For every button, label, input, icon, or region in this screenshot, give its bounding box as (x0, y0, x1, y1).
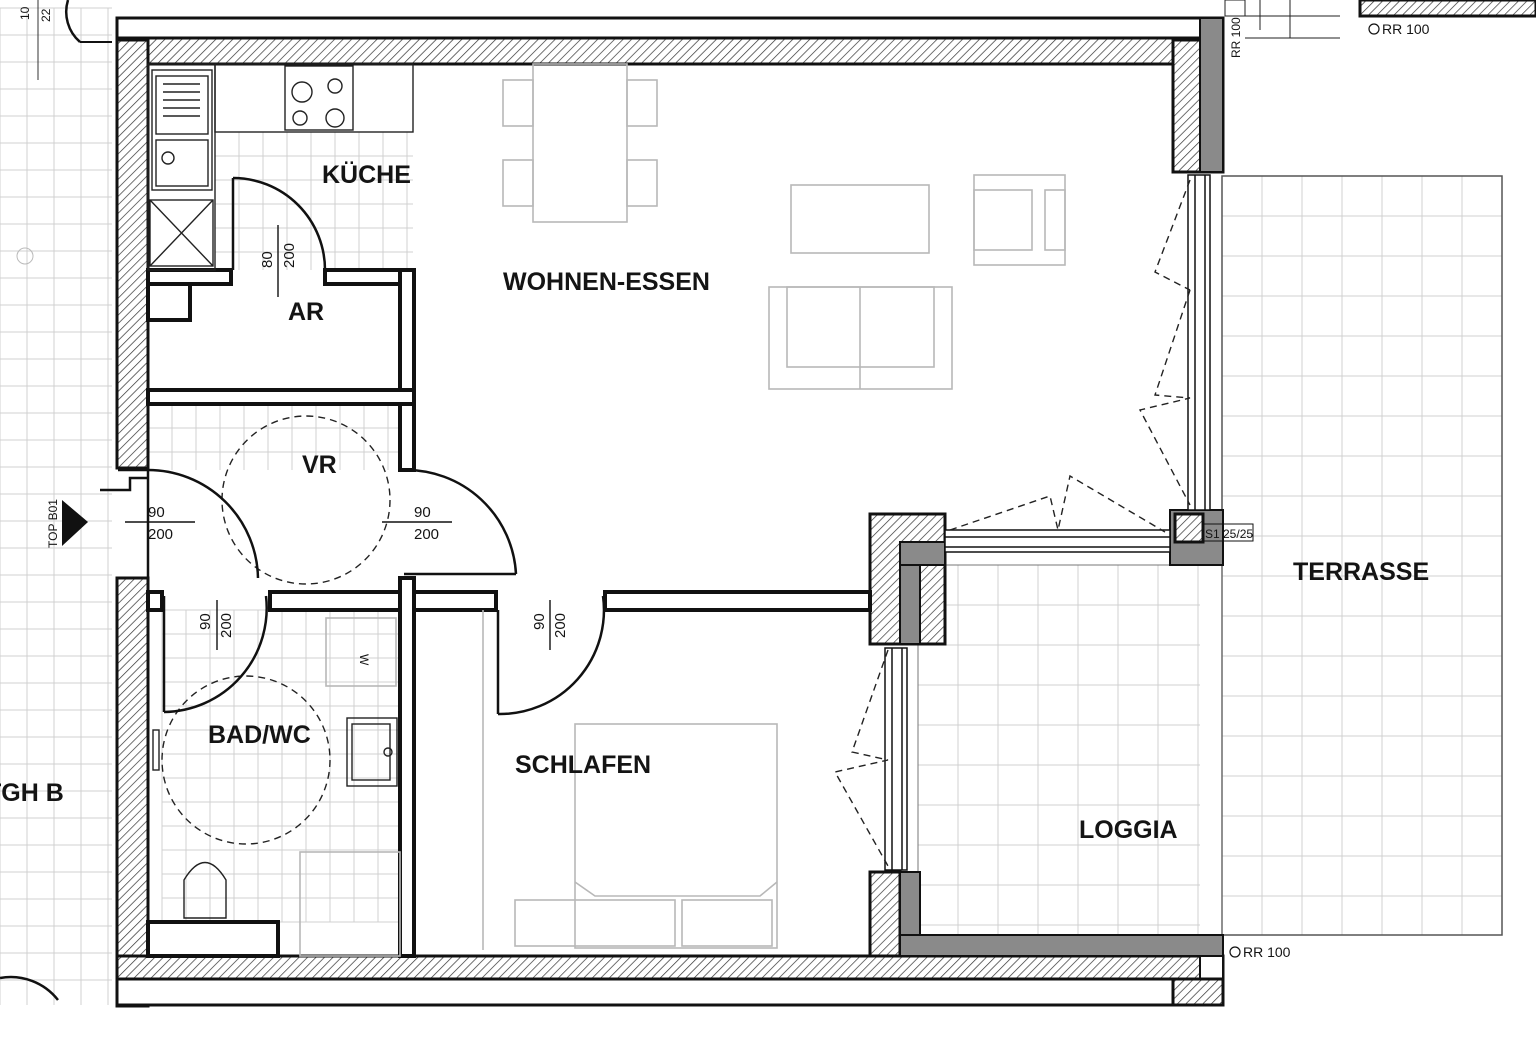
hall-tile-grid (147, 403, 400, 470)
top-left-dim-a: 10 (18, 6, 32, 20)
kitchen-tile-grid (214, 131, 413, 270)
door-ar-height: 200 (281, 243, 298, 268)
rr100-vertical-label: RR 100 (1229, 17, 1243, 58)
room-label-kueche: KÜCHE (322, 160, 411, 189)
interior-walls (146, 268, 872, 958)
door-ar (231, 176, 327, 271)
kitchen-counter (147, 63, 414, 271)
toilet-icon (183, 862, 227, 919)
terrace-tile-grid (1221, 175, 1503, 935)
door-bad (162, 595, 268, 714)
door-wohnen-width: 90 (414, 504, 431, 521)
stove-icon (284, 65, 354, 131)
s1-label: S1 25/25 (1205, 527, 1253, 541)
door-ar-width: 80 (259, 251, 276, 268)
terrace-outline (1221, 175, 1503, 936)
top-left-dim-b: 22 (39, 8, 53, 22)
rr100-top-label: RR 100 (1382, 21, 1430, 37)
door-wohnen-height: 200 (414, 526, 439, 543)
door-schlafen-height: 200 (552, 613, 569, 638)
loggia-outline (917, 564, 1223, 936)
loggia-tile-grid (917, 564, 1200, 935)
room-label-schlafen: SCHLAFEN (515, 751, 651, 779)
window-loggia-horizontal (944, 474, 1171, 553)
sofa-icon (768, 286, 953, 390)
entrance-arrow-icon (62, 500, 88, 546)
room-label-terrasse: TERRASSE (1293, 558, 1429, 586)
towel-rail-icon (152, 729, 160, 771)
outer-walls (115, 16, 1225, 1008)
room-label-tgh-b: TGH B (0, 779, 64, 807)
left-corridor-grid (0, 7, 112, 1005)
bed-icon (482, 610, 778, 950)
top-left-partial (0, 0, 112, 1001)
washer-label: W (357, 654, 371, 666)
door-bad-height: 200 (218, 613, 235, 638)
room-label-ar: AR (288, 298, 324, 326)
armchair-icon (973, 174, 1066, 266)
shower-icon (299, 851, 401, 957)
window-terrace-vertical (1138, 174, 1211, 511)
door-schlafen-width: 90 (531, 613, 548, 630)
room-label-loggia: LOGGIA (1079, 816, 1178, 844)
washer-icon: W (325, 617, 397, 687)
dimension-lines (125, 225, 551, 650)
turning-circle-vr (221, 415, 391, 585)
door-wohnen (403, 468, 518, 576)
washbasin-icon (346, 717, 398, 787)
dining-table-icon (502, 63, 658, 223)
window-bedroom (833, 647, 908, 871)
room-label-bad-wc: BAD/WC (208, 721, 311, 749)
door-schlafen (496, 595, 606, 716)
room-label-vr: VR (302, 451, 337, 479)
top-b01-label: TOP B01 (46, 499, 60, 548)
door-entrance-width: 90 (148, 504, 165, 521)
door-bad-width: 90 (197, 613, 214, 630)
rr100-bottom-label: RR 100 (1243, 944, 1291, 960)
coffee-table-icon (790, 184, 930, 254)
room-label-wohnen-essen: WOHNEN-ESSEN (503, 268, 710, 296)
kitchen-sink-icon (161, 83, 200, 165)
turning-circle-bad (161, 675, 331, 845)
top-right-partial (1224, 0, 1536, 958)
door-entrance-height: 200 (148, 526, 173, 543)
door-entrance (100, 468, 260, 580)
